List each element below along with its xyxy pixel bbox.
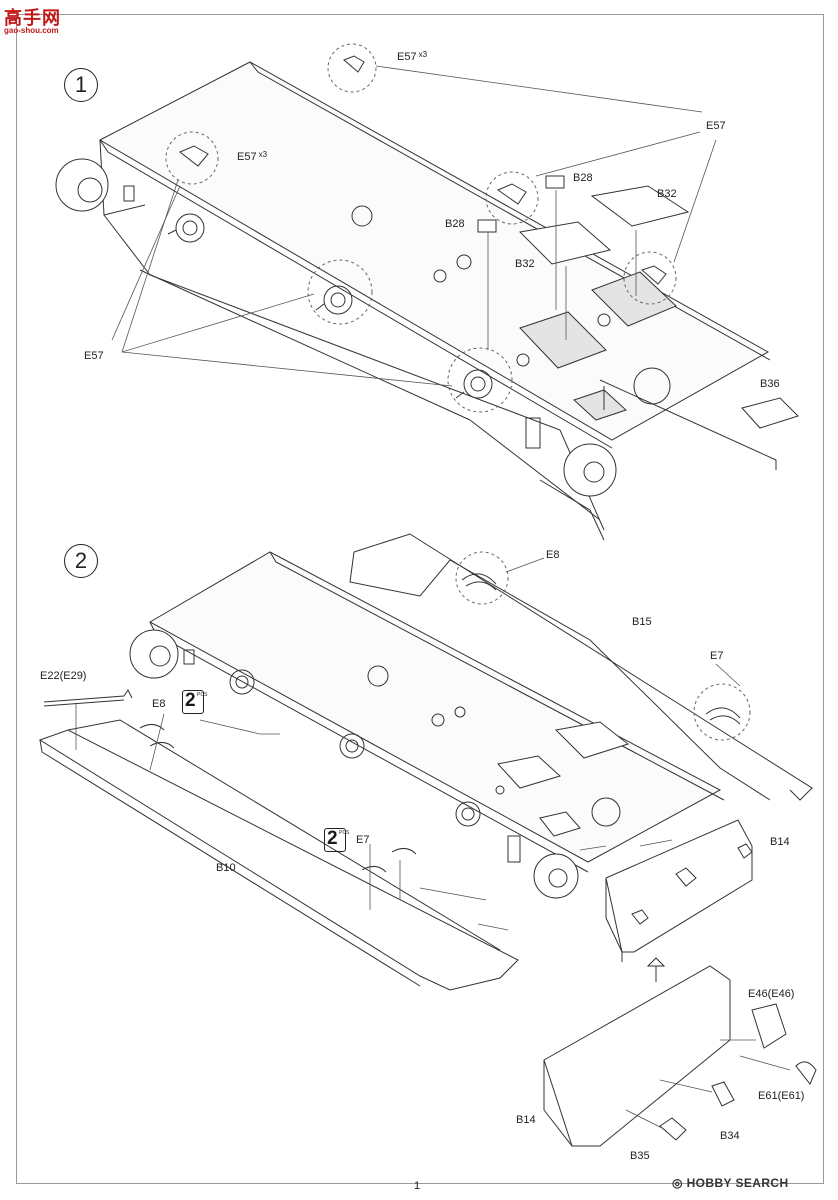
label-b32-a: B32: [657, 188, 677, 200]
label-e8-top: E8: [546, 549, 560, 561]
label-e61: E61(E61): [758, 1090, 805, 1102]
label-b14-top: B14: [770, 836, 790, 848]
label-b28-b: B28: [445, 218, 465, 230]
suspension-mount-3: [455, 369, 493, 399]
label-b36: B36: [760, 378, 780, 390]
label-e8-left: E8: [152, 698, 166, 710]
brand-mark-icon: ◎: [672, 1176, 683, 1190]
label-b34: B34: [720, 1130, 740, 1142]
pcs-badge-a-count: 2: [185, 690, 196, 711]
hobby-search-watermark: ◎ HOBBY SEARCH: [672, 1176, 789, 1190]
label-b10: B10: [216, 862, 236, 874]
label-e57-right: E57: [706, 120, 726, 132]
step-number-1: 1: [64, 68, 98, 102]
label-b28-a: B28: [573, 172, 593, 184]
suspension-mount-2: [315, 285, 353, 315]
label-e57-bottom: E57: [84, 350, 104, 362]
label-b35: B35: [630, 1150, 650, 1162]
label-e7-mid: E7: [356, 834, 370, 846]
page-border: [16, 14, 824, 1184]
page-number: 1: [414, 1180, 421, 1192]
brand-text: HOBBY SEARCH: [686, 1176, 789, 1190]
label-b32-b: B32: [515, 258, 535, 270]
pcs-badge-a-unit: PCS: [197, 692, 208, 698]
qty-e57-left: x3: [258, 150, 268, 159]
step-number-2: 2: [64, 544, 98, 578]
suspension-mount-1: [167, 213, 205, 243]
step2-hull-drawing: [38, 533, 817, 1147]
pcs-badge-b: 2 PCS: [324, 828, 350, 852]
pcs-badge-b-unit: PCS: [339, 830, 350, 836]
qty-e57-top: x3: [418, 50, 428, 59]
watermark-url-text: gao-shou.com: [4, 26, 59, 35]
pcs-badge-b-count: 2: [327, 828, 338, 849]
label-b15: B15: [632, 616, 652, 628]
site-watermark-logo: 高手网 gao-shou.com: [4, 4, 70, 38]
watermark-cjk-text: 高手网: [4, 8, 61, 29]
label-e46: E46(E46): [748, 988, 795, 1000]
label-e22: E22(E29): [40, 670, 87, 682]
label-e7-right: E7: [710, 650, 724, 662]
label-b14-bottom: B14: [516, 1114, 536, 1126]
step1-hull-drawing: [55, 43, 799, 541]
pcs-badge-a: 2 PCS: [182, 690, 208, 714]
